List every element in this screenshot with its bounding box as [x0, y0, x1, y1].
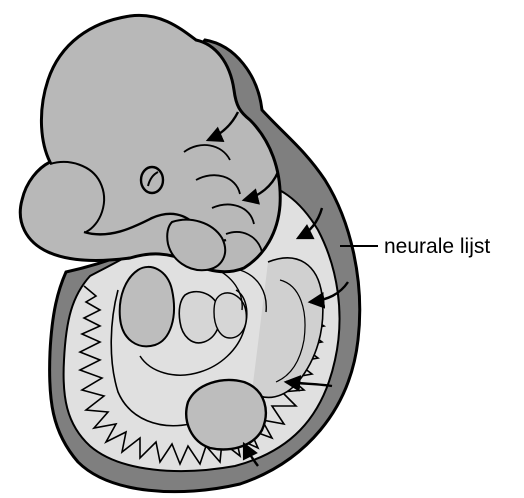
eye	[141, 167, 163, 193]
neural-crest-label: neurale lijst	[384, 235, 490, 258]
limb-bud	[186, 380, 266, 449]
head	[20, 15, 280, 271]
heart-bulge	[120, 267, 174, 346]
